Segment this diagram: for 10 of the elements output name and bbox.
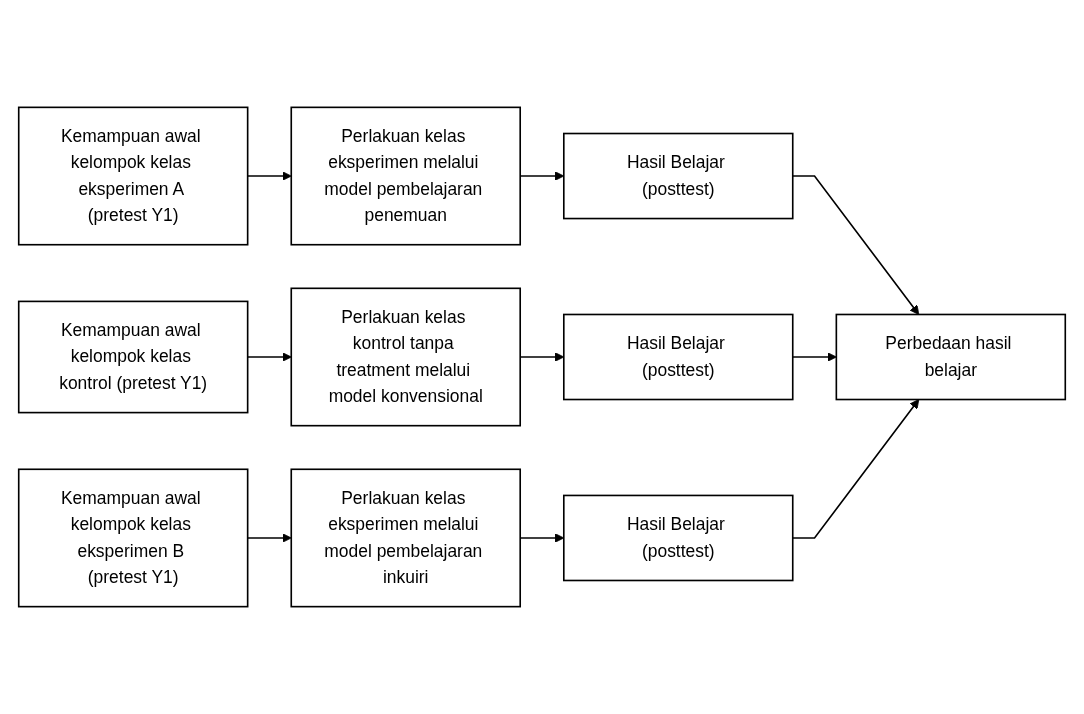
node-box: Hasil Belajar (posttest) bbox=[562, 132, 794, 220]
node-box: Perlakuan kelas eksperimen melalui model pembelajaran inkuiri bbox=[290, 468, 522, 608]
node-box: Kemampuan awal kelompok kelas kontrol (pretest Y1) bbox=[17, 300, 249, 414]
node-box: Hasil Belajar (posttest) bbox=[562, 313, 794, 401]
node-box: Kemampuan awal kelompok kelas eksperimen B (pretest Y1) bbox=[17, 468, 249, 608]
node-box: Perlakuan kelas kontrol tanpa treatment melalui model konvensional bbox=[290, 287, 522, 427]
node-box: Kemampuan awal kelompok kelas eksperimen A (pretest Y1) bbox=[17, 106, 249, 246]
node-box: Perlakuan kelas eksperimen melalui model pembelajaran penemuan bbox=[290, 106, 522, 246]
node-box: Hasil Belajar (posttest) bbox=[562, 494, 794, 582]
node-box: Perbedaan hasil belajar bbox=[835, 313, 1067, 401]
